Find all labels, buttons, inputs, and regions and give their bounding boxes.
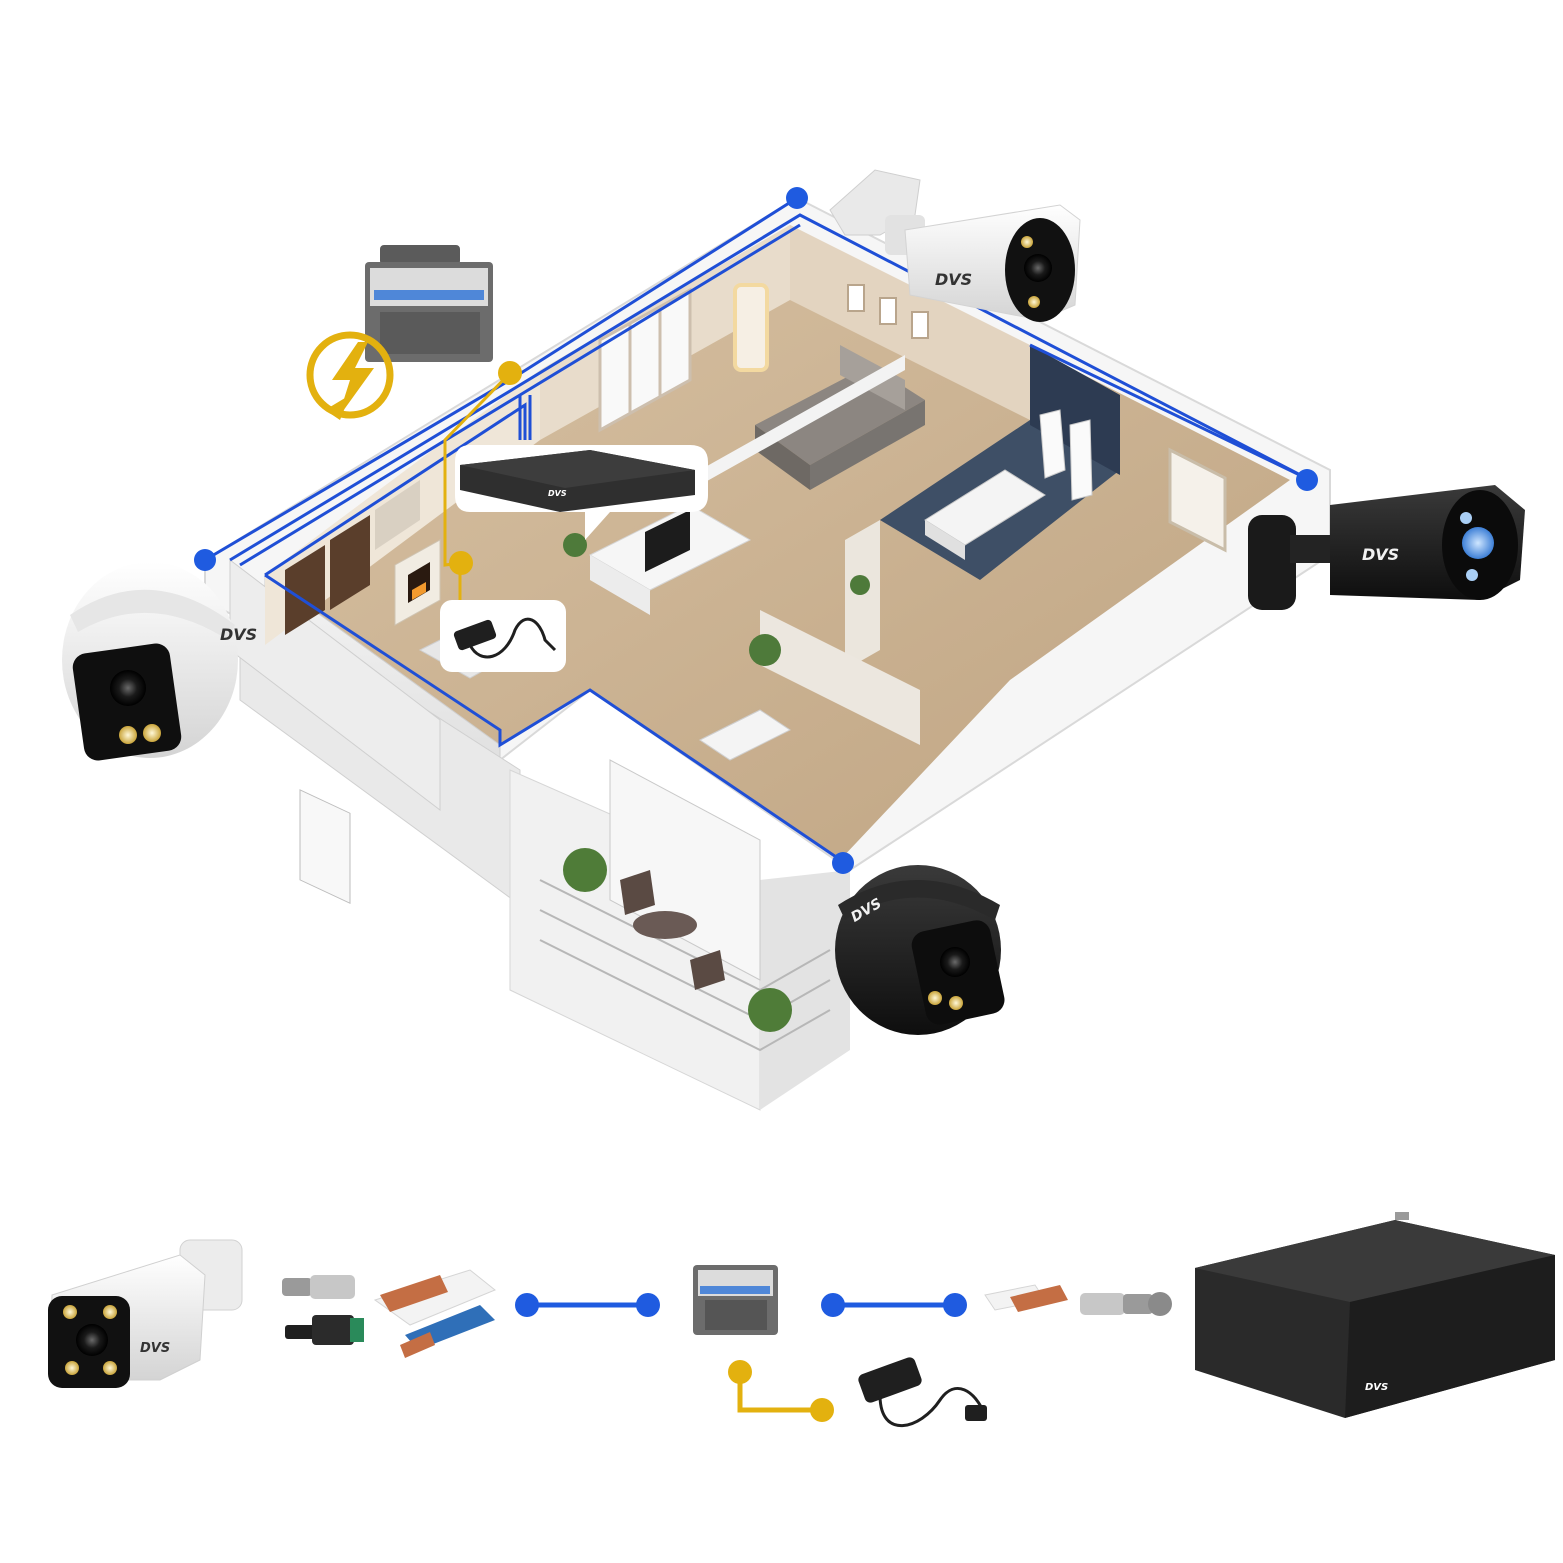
coaxial-power-cable xyxy=(375,1270,495,1358)
yellow-power-link xyxy=(728,1360,834,1422)
dvr-logo: DVS xyxy=(1365,1382,1388,1393)
window-left-1 xyxy=(300,790,350,903)
blue-signal-link xyxy=(515,1293,660,1317)
power-node xyxy=(498,361,522,385)
power-node xyxy=(449,551,473,575)
bnc-connector xyxy=(282,1275,355,1299)
vanity-mirror xyxy=(735,285,767,370)
signal-node xyxy=(1296,469,1318,491)
connection-chain: DVS xyxy=(48,1212,1555,1426)
dc-plug-connector xyxy=(285,1315,364,1345)
chain-bullet-camera: DVS xyxy=(48,1240,242,1388)
house-cutaway xyxy=(194,187,1330,1110)
dvr-logo: DVS xyxy=(548,489,567,498)
camera-logo: DVS xyxy=(140,1341,170,1356)
bnc-connector xyxy=(1080,1292,1172,1316)
interior-wall xyxy=(845,520,880,670)
power-distribution-box xyxy=(365,245,493,362)
picture-frame xyxy=(912,312,928,338)
signal-node xyxy=(194,549,216,571)
picture-frame xyxy=(880,298,896,324)
blue-signal-link xyxy=(821,1293,967,1317)
chain-dvr-recorder: DVS xyxy=(1195,1212,1555,1418)
signal-node xyxy=(786,187,808,209)
coaxial-cable-end xyxy=(985,1285,1068,1312)
lightning-icon xyxy=(310,335,390,420)
camera-logo: DVS xyxy=(220,625,257,644)
camera-logo: DVS xyxy=(935,270,972,289)
signal-node xyxy=(832,852,854,874)
dome-camera-black: DVS xyxy=(835,865,1007,1035)
chain-power-adapter xyxy=(857,1356,987,1426)
chain-power-distribution-box xyxy=(693,1265,778,1335)
camera-logo: DVS xyxy=(1362,545,1399,564)
power-adapter-callout xyxy=(440,600,566,672)
picture-frame xyxy=(848,285,864,311)
